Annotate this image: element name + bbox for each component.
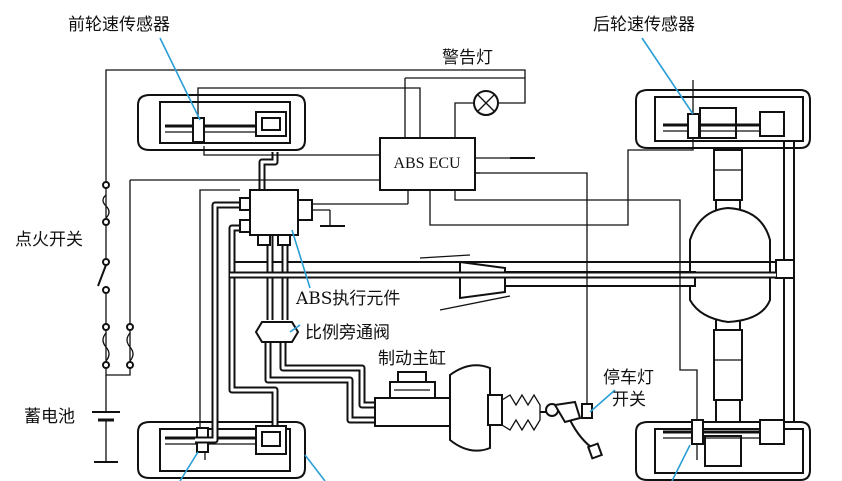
brake-pipes xyxy=(195,152,776,444)
master-cylinder-label: 制动主缸 xyxy=(378,348,446,369)
master-cylinder xyxy=(374,371,451,427)
wiring xyxy=(105,69,698,460)
stop-lamp-switch-label-line1: 停车灯 xyxy=(603,368,654,388)
rear-left-wheel xyxy=(137,421,306,479)
front-wheel-sensor-label: 前轮速传感器 xyxy=(68,15,170,35)
proportioning-bypass-valve xyxy=(254,321,300,343)
stop-lamp-switch-label-line2: 开关 xyxy=(612,390,646,410)
warning-lamp xyxy=(454,78,526,138)
abs-ecu: ABS ECU xyxy=(379,137,535,191)
rear-wheel-sensor-label: 后轮速传感器 xyxy=(593,15,695,35)
proportioning-valve-label: 比例旁通阀 xyxy=(305,323,390,343)
abs-actuator-label: ABS执行元件 xyxy=(295,289,400,309)
brake-pedal xyxy=(545,400,604,460)
rear-wheel-sensor-upper xyxy=(687,113,700,139)
front-left-wheel xyxy=(137,94,306,151)
ignition-switch-label: 点火开关 xyxy=(15,230,83,250)
rear-right-lower-wheel xyxy=(635,419,811,481)
fuses xyxy=(102,181,134,369)
warning-lamp-label: 警告灯 xyxy=(442,48,493,68)
rear-axle-assembly xyxy=(230,140,795,422)
ecu-label: ABS ECU xyxy=(393,155,461,172)
battery xyxy=(92,411,120,463)
brake-booster xyxy=(449,364,575,452)
leader-lines xyxy=(159,37,694,481)
rear-right-upper-wheel xyxy=(635,89,811,149)
front-left-wheel-sensor xyxy=(192,117,205,143)
ignition-switch xyxy=(97,258,110,294)
rear-wheel-sensor-lower xyxy=(691,419,704,445)
battery-label: 蓄电池 xyxy=(24,407,75,427)
